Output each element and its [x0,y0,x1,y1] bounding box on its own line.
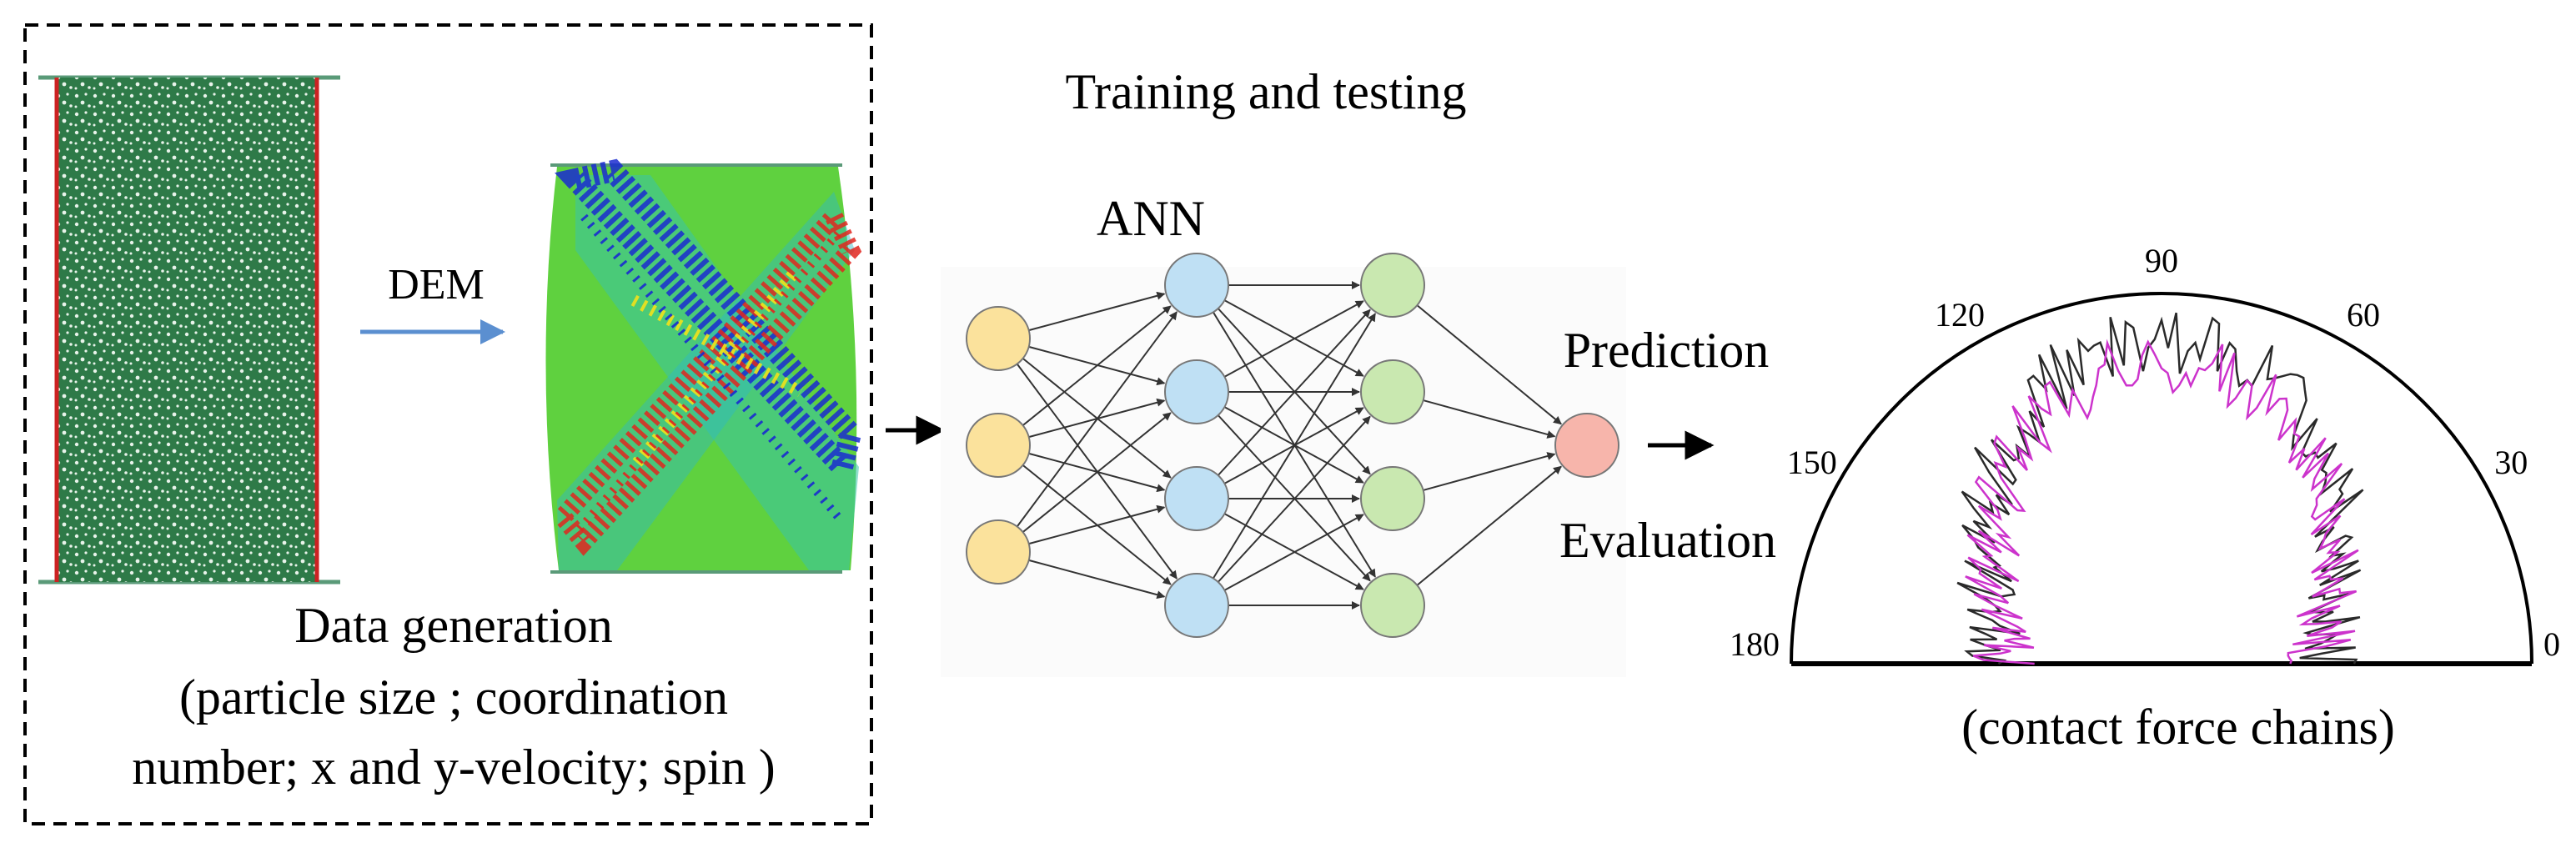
network-edge [1028,559,1166,600]
data-generation-caption-line2: number; x and y-velocity; spin ) [132,740,776,795]
network-edge [1028,504,1166,545]
angle-tick-label: 30 [2494,444,2528,481]
output-neuron [1554,413,1619,478]
evaluation-label: Evaluation [1559,513,1776,568]
network-background [941,267,1626,677]
network-edge [1423,399,1556,439]
initial-specimen [38,75,340,585]
hidden2-neuron [1360,253,1425,318]
angle-tick-label: 180 [1730,625,1780,663]
deformed-specimen [545,158,863,574]
input-neuron [966,519,1031,585]
hidden2-neuron [1360,466,1425,531]
hidden1-neuron [1164,466,1229,531]
angle-tick-label: 120 [1935,296,1985,334]
angle-tick-labels: 0 30 60 90 120 150 180 [1730,242,2560,663]
hidden1-neuron [1164,253,1229,318]
input-neuron [966,413,1031,478]
network-edge [1217,415,1371,583]
force-rose-series [1956,312,2364,665]
force-rose [1956,312,2364,665]
network-edge [1016,311,1178,528]
network-edge [1028,291,1166,332]
network-edges [1016,281,1562,610]
hidden1-neuron [1164,359,1229,424]
angle-tick-label: 150 [1787,444,1837,481]
hidden2-neuron [1360,359,1425,424]
network-nodes [966,253,1619,638]
data-generation-caption-line1: (particle size ; coordination [179,670,728,725]
prediction-label: Prediction [1564,323,1770,378]
force-rose-series [1965,339,2359,665]
network-edge [1022,412,1172,533]
hidden1-neuron [1164,573,1229,638]
network-edge [1416,465,1562,586]
data-generation-panel [23,23,873,825]
network-edge [1212,313,1376,580]
polar-caption: (contact force chains) [1961,700,2395,755]
data-generation-title: Data generation [294,598,612,653]
network-edge [1223,514,1364,591]
polar-plot: 0 30 60 90 120 150 180 [1730,242,2560,666]
ann-label: ANN [1097,191,1205,246]
training-testing-label: Training and testing [1065,64,1466,119]
dem-label: DEM [388,261,485,309]
network-edge [1217,309,1371,476]
network-edge [1022,305,1172,426]
network-edge [1423,452,1556,491]
hidden2-neuron [1360,573,1425,638]
angle-tick-label: 60 [2347,296,2380,334]
dem-arrow: DEM [360,261,505,344]
network-edge [1416,304,1562,425]
network-edge [1223,300,1364,378]
input-neuron [966,306,1031,371]
angle-tick-label: 90 [2145,242,2178,279]
angle-tick-label: 0 [2543,625,2560,663]
